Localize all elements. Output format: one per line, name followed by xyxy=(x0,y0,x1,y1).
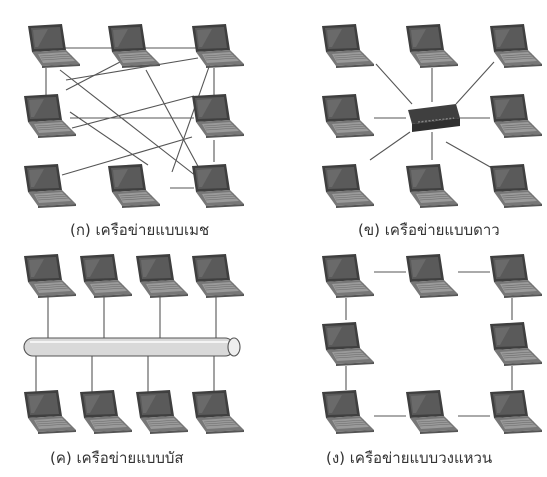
ring-computers xyxy=(321,253,543,435)
star-caption: (ข) เครือข่ายแบบดาว xyxy=(358,221,500,239)
bus-drops xyxy=(35,296,217,392)
laptop-icon xyxy=(321,93,375,139)
star-topology: (ข) เครือข่ายแบบดาว xyxy=(321,23,543,239)
laptop-icon xyxy=(321,253,375,299)
laptop-icon xyxy=(489,163,543,209)
laptop-icon xyxy=(79,389,133,435)
laptop-icon xyxy=(191,389,245,435)
laptop-icon xyxy=(107,163,161,209)
laptop-icon xyxy=(321,23,375,69)
laptop-icon xyxy=(489,321,543,367)
ring-topology: (ง) เครือข่ายแบบวงแหวน xyxy=(321,253,543,467)
laptop-icon xyxy=(321,321,375,367)
mesh-caption: (ก) เครือข่ายแบบเมช xyxy=(70,221,209,239)
laptop-icon xyxy=(23,253,77,299)
laptop-icon xyxy=(135,389,189,435)
laptop-icon xyxy=(489,253,543,299)
laptop-icon xyxy=(405,23,459,69)
laptop-icon xyxy=(489,389,543,435)
laptop-icon xyxy=(191,23,245,69)
laptop-icon xyxy=(23,163,77,209)
laptop-icon xyxy=(23,93,77,139)
mesh-links xyxy=(45,47,215,189)
laptop-icon xyxy=(489,23,543,69)
laptop-icon xyxy=(27,23,81,69)
laptop-icon xyxy=(405,389,459,435)
bus-topology: (ค) เครือข่ายแบบบัส xyxy=(23,253,245,467)
laptop-icon xyxy=(135,253,189,299)
bus-cable xyxy=(23,337,241,357)
laptop-icon xyxy=(191,253,245,299)
laptop-icon xyxy=(79,253,133,299)
laptop-icon xyxy=(321,389,375,435)
laptop-icon xyxy=(107,23,161,69)
bus-caption: (ค) เครือข่ายแบบบัส xyxy=(50,449,184,467)
laptop-icon xyxy=(405,163,459,209)
mesh-computers xyxy=(23,23,245,209)
laptop-icon xyxy=(23,389,77,435)
ring-caption: (ง) เครือข่ายแบบวงแหวน xyxy=(326,449,492,467)
ring-links xyxy=(345,271,513,417)
mesh-topology: (ก) เครือข่ายแบบเมช xyxy=(23,23,245,239)
star-hub xyxy=(408,104,460,132)
laptop-icon xyxy=(191,163,245,209)
laptop-icon xyxy=(489,93,543,139)
laptop-icon xyxy=(405,253,459,299)
star-links xyxy=(369,61,495,169)
laptop-icon xyxy=(321,163,375,209)
laptop-icon xyxy=(191,93,245,139)
